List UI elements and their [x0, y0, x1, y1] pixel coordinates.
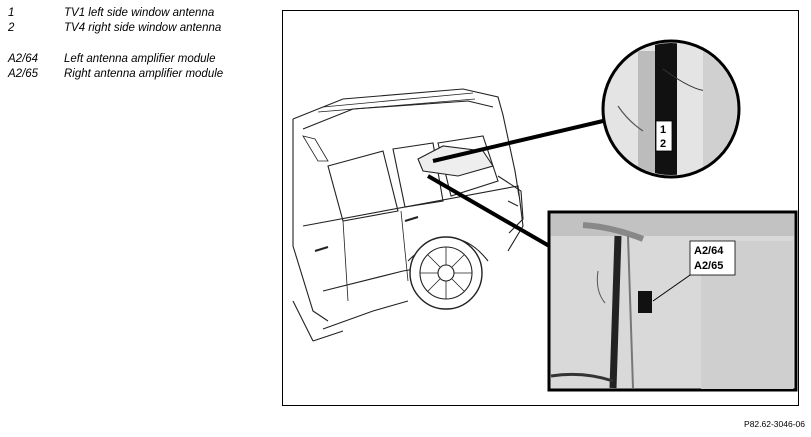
callout-label-a2-65: A2/65	[694, 260, 723, 272]
legend-description: Left antenna amplifier module	[64, 53, 216, 65]
legend-description: TV1 left side window antenna	[64, 7, 215, 19]
callout-label-1: 1	[660, 124, 666, 136]
leader-line-top	[432, 119, 604, 163]
callout-label-2: 2	[660, 138, 666, 150]
leader-line-bottom	[427, 174, 552, 249]
diagram-figure: 1 2 A2/64 A2/65	[282, 10, 799, 406]
legend-description: Right antenna amplifier module	[64, 68, 224, 80]
legend-key: A2/65	[8, 68, 39, 80]
vehicle-drawing	[292, 88, 524, 342]
vehicle-illustration: 1 2 A2/64 A2/65	[292, 39, 798, 392]
amplifier-module-detail: A2/64 A2/65	[547, 210, 798, 392]
callout-label-a2-64: A2/64	[694, 245, 724, 257]
legend-key: A2/64	[8, 53, 39, 65]
legend-description: TV4 right side window antenna	[64, 22, 222, 34]
legend-key: 2	[8, 22, 15, 34]
legend-key: 1	[8, 7, 15, 19]
window-antenna-detail: 1 2	[601, 39, 741, 179]
figure-reference-code: P82.62-3046-06	[744, 419, 805, 429]
